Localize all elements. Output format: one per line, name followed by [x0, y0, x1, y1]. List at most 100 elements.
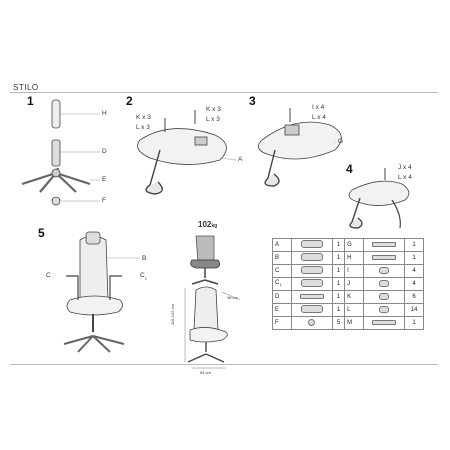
cylinder-cover-icon	[363, 251, 406, 265]
gas-lift-icon	[363, 238, 406, 252]
allen-key-icon	[372, 319, 397, 325]
screw-icon	[379, 292, 390, 300]
armrest-icon	[290, 277, 333, 291]
part-code: E	[272, 303, 292, 317]
part-code: J	[344, 277, 365, 291]
part-code-letter: C	[275, 268, 280, 274]
part-code-letter: C	[275, 280, 280, 287]
washer-icon	[379, 305, 390, 313]
part-quantity: 1	[331, 264, 346, 278]
screw-icon	[363, 290, 406, 304]
dimension-depth: 46 cm	[227, 295, 238, 300]
part-quantity: 1	[404, 238, 424, 252]
seat-plate-icon	[290, 238, 333, 252]
part-code: M	[344, 316, 365, 330]
part-code: I	[344, 264, 365, 278]
callout-h: H	[102, 110, 107, 117]
callout-l-step3: L x 4	[312, 114, 326, 121]
part-quantity: 1	[331, 238, 346, 252]
step-number-5: 5	[38, 226, 45, 240]
dimension-drawing	[184, 286, 241, 369]
callout-j: J x 4	[398, 164, 412, 171]
dimension-width: 64 cm	[200, 370, 211, 375]
part-code: C1	[272, 277, 292, 291]
capacity-label: 102kg	[198, 220, 217, 229]
step-number-4: 4	[346, 162, 353, 176]
caster-icon	[308, 318, 316, 326]
capacity-chair-icon	[190, 235, 220, 285]
star-base-icon	[290, 303, 333, 317]
step-number-1: 1	[27, 94, 34, 108]
callout-c: C	[46, 272, 51, 279]
backrest-icon	[290, 251, 333, 265]
part-quantity: 5	[331, 316, 346, 330]
part-quantity: 4	[404, 277, 424, 291]
callout-k-right: K x 3	[206, 106, 221, 113]
step5-drawing	[63, 231, 140, 353]
document-title: STILO	[13, 83, 39, 92]
top-border	[10, 92, 438, 93]
part-code-letter: E	[275, 307, 280, 313]
part-quantity: 1	[404, 251, 424, 265]
step3-drawing	[258, 108, 342, 187]
part-code: D	[272, 290, 292, 304]
callout-f: F	[102, 197, 106, 204]
callout-c1-sub: 1	[144, 275, 147, 281]
part-code: H	[344, 251, 365, 265]
callout-c1: C1	[140, 272, 147, 280]
part-quantity: 1	[331, 303, 346, 317]
dimension-height: 116-122 cm	[170, 304, 175, 325]
callout-l-left: L x 3	[136, 124, 150, 131]
allen-key-icon	[363, 316, 406, 330]
part-code-letter: F	[275, 320, 279, 326]
armrest-icon	[290, 264, 333, 278]
part-code: K	[344, 290, 365, 304]
step1-drawing	[21, 99, 100, 206]
part-code: L	[344, 303, 365, 317]
gas-lift-icon	[372, 241, 397, 247]
capacity-unit: kg	[211, 223, 218, 229]
washer-icon	[363, 303, 406, 317]
screw-icon	[379, 266, 390, 274]
part-code: G	[344, 238, 365, 252]
callout-e: E	[102, 176, 107, 183]
callout-g: G	[338, 138, 344, 145]
gas-cylinder-icon	[290, 290, 333, 304]
callout-l-step4: L x 4	[398, 174, 412, 181]
part-quantity: 14	[404, 303, 424, 317]
callout-a: A	[238, 156, 243, 163]
part-quantity: 1	[331, 251, 346, 265]
capacity-value: 102	[198, 220, 212, 229]
part-code-letter: A	[275, 242, 280, 248]
cylinder-cover-icon	[372, 254, 397, 260]
part-code: B	[272, 251, 292, 265]
part-quantity: 1	[331, 290, 346, 304]
part-code-letter: D	[275, 294, 280, 300]
part-quantity: 1	[331, 277, 346, 291]
part-quantity: 6	[404, 290, 424, 304]
gas-cylinder-icon	[299, 293, 324, 299]
screw-icon	[363, 264, 406, 278]
step2-drawing	[137, 110, 237, 195]
part-quantity: 4	[404, 264, 424, 278]
part-code-subscript: 1	[279, 282, 282, 288]
part-code: C	[272, 264, 292, 278]
callout-l-right: L x 3	[206, 116, 220, 123]
star-base-icon	[300, 305, 323, 313]
part-code: A	[272, 238, 292, 252]
callout-i: I x 4	[312, 104, 325, 111]
screw-icon	[379, 279, 390, 287]
armrest-icon	[300, 279, 323, 287]
step-number-3: 3	[249, 94, 256, 108]
backrest-icon	[300, 253, 323, 261]
